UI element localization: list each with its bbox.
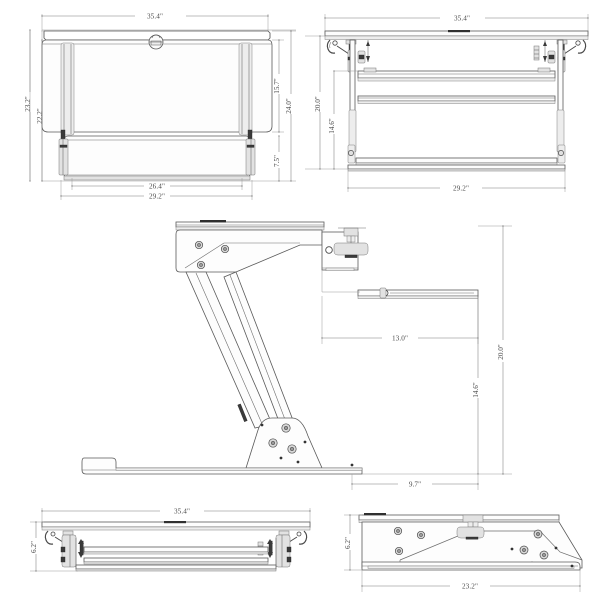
body-profile-bottom-right <box>361 521 583 569</box>
inner-rails-bottom-left <box>75 546 277 572</box>
crossbeams-top-right <box>357 67 556 104</box>
view-top-right: 35.4" <box>305 14 589 192</box>
dim-label-29-2-top-left: 29.2" <box>149 192 165 200</box>
dim-top-left-height-outer: 23.2" <box>24 29 32 182</box>
view-top-left: 35.4" <box>24 13 296 200</box>
dim-label-15-7-top-left: 15.7" <box>273 78 281 94</box>
upper-bolts-center <box>194 240 230 270</box>
dim-top-left-total-height: 24.0" <box>272 30 296 182</box>
dim-label-35-4-top-left: 35.4" <box>147 13 163 21</box>
dim-center-tray-depth: 13.0" <box>321 296 479 344</box>
dim-label-23-2-top-left: 23.2" <box>24 96 32 112</box>
dim-label-6-2-bottom-left: 6.2" <box>30 541 38 553</box>
bolts-bottom-right <box>393 526 558 568</box>
dim-top-left-tray-height: 7.5" <box>273 135 281 182</box>
dim-center-total-height: 20.0" <box>362 225 512 475</box>
dim-label-24-0-top-left: 24.0" <box>285 98 293 114</box>
dim-label-7-5-top-left: 7.5" <box>273 155 281 167</box>
view-bottom-right: 6.2" 23.2" <box>344 513 583 592</box>
upper-bracket-center <box>175 229 323 273</box>
dim-label-35-4-top-right: 35.4" <box>454 15 470 23</box>
base-rails-top-right <box>347 144 566 172</box>
worksurface-bottom-right <box>358 513 560 523</box>
desktop-slab-top-right <box>324 30 589 40</box>
dim-top-right-base-width: 29.2" <box>347 171 566 192</box>
dim-label-23-2-bottom-right: 23.2" <box>462 582 478 590</box>
view-bottom-left: 35.4" <box>30 508 311 572</box>
dim-bottom-right-height: 6.2" <box>344 514 362 571</box>
dim-label-13-0-center: 13.0" <box>392 335 408 343</box>
base-rail-bottom-right <box>361 561 581 571</box>
lift-columns-top-right <box>348 39 565 153</box>
lower-bracket-center <box>245 417 323 469</box>
dim-top-left-height-inner: 22.2" <box>36 39 44 182</box>
dim-label-29-2-top-right: 29.2" <box>453 184 469 192</box>
grommet-knob-icon <box>148 34 164 50</box>
dim-top-left-width: 35.4" <box>41 13 269 32</box>
keyboard-tray-top-left <box>63 135 251 181</box>
dim-label-14-6-top-right: 14.6" <box>328 118 336 134</box>
dim-top-right-lift-height: 14.6" <box>328 70 358 170</box>
dim-label-22-2-top-left: 22.2" <box>36 108 44 124</box>
dim-top-right-total-height: 20.0" <box>305 35 348 170</box>
dim-label-20-0-center: 20.0" <box>497 344 505 360</box>
lift-linkage-center <box>185 271 297 433</box>
slide-hardware-top-left <box>58 129 256 176</box>
risers-top-left <box>60 42 253 136</box>
dim-label-20-0-top-right: 20.0" <box>314 96 322 112</box>
dim-label-35-4-bottom-left: 35.4" <box>174 508 190 516</box>
dim-top-left-base-width: 29.2" <box>60 180 253 200</box>
dim-label-26-4-top-left: 26.4" <box>149 182 165 190</box>
dim-label-6-2-bottom-right: 6.2" <box>344 537 352 549</box>
view-center: 13.0" 20.0" 14.6" 9.7" <box>81 220 512 490</box>
dim-label-14-6-center: 14.6" <box>472 382 480 398</box>
dim-bottom-left-height: 6.2" <box>30 521 78 572</box>
worksurface-center <box>175 220 325 231</box>
dim-label-9-7-center: 9.7" <box>409 480 421 488</box>
dim-center-lift-height: 14.6" <box>472 295 480 475</box>
dim-bottom-right-depth: 23.2" <box>361 570 581 592</box>
dim-center-base-offset: 9.7" <box>351 474 479 490</box>
hook-hardware-left-bottom-left <box>44 530 84 568</box>
tray-arm-center <box>321 270 479 299</box>
dim-top-left-tray-width: 26.4" <box>71 178 243 190</box>
clamp-knob-bottom-right <box>456 514 485 540</box>
clamp-knob-center <box>321 227 369 271</box>
hook-hardware-left-top-right <box>326 39 370 73</box>
dim-top-left-panel-height: 15.7" <box>272 39 284 133</box>
base-rail-center <box>81 457 363 475</box>
desktop-slab-bottom-left <box>41 521 311 531</box>
